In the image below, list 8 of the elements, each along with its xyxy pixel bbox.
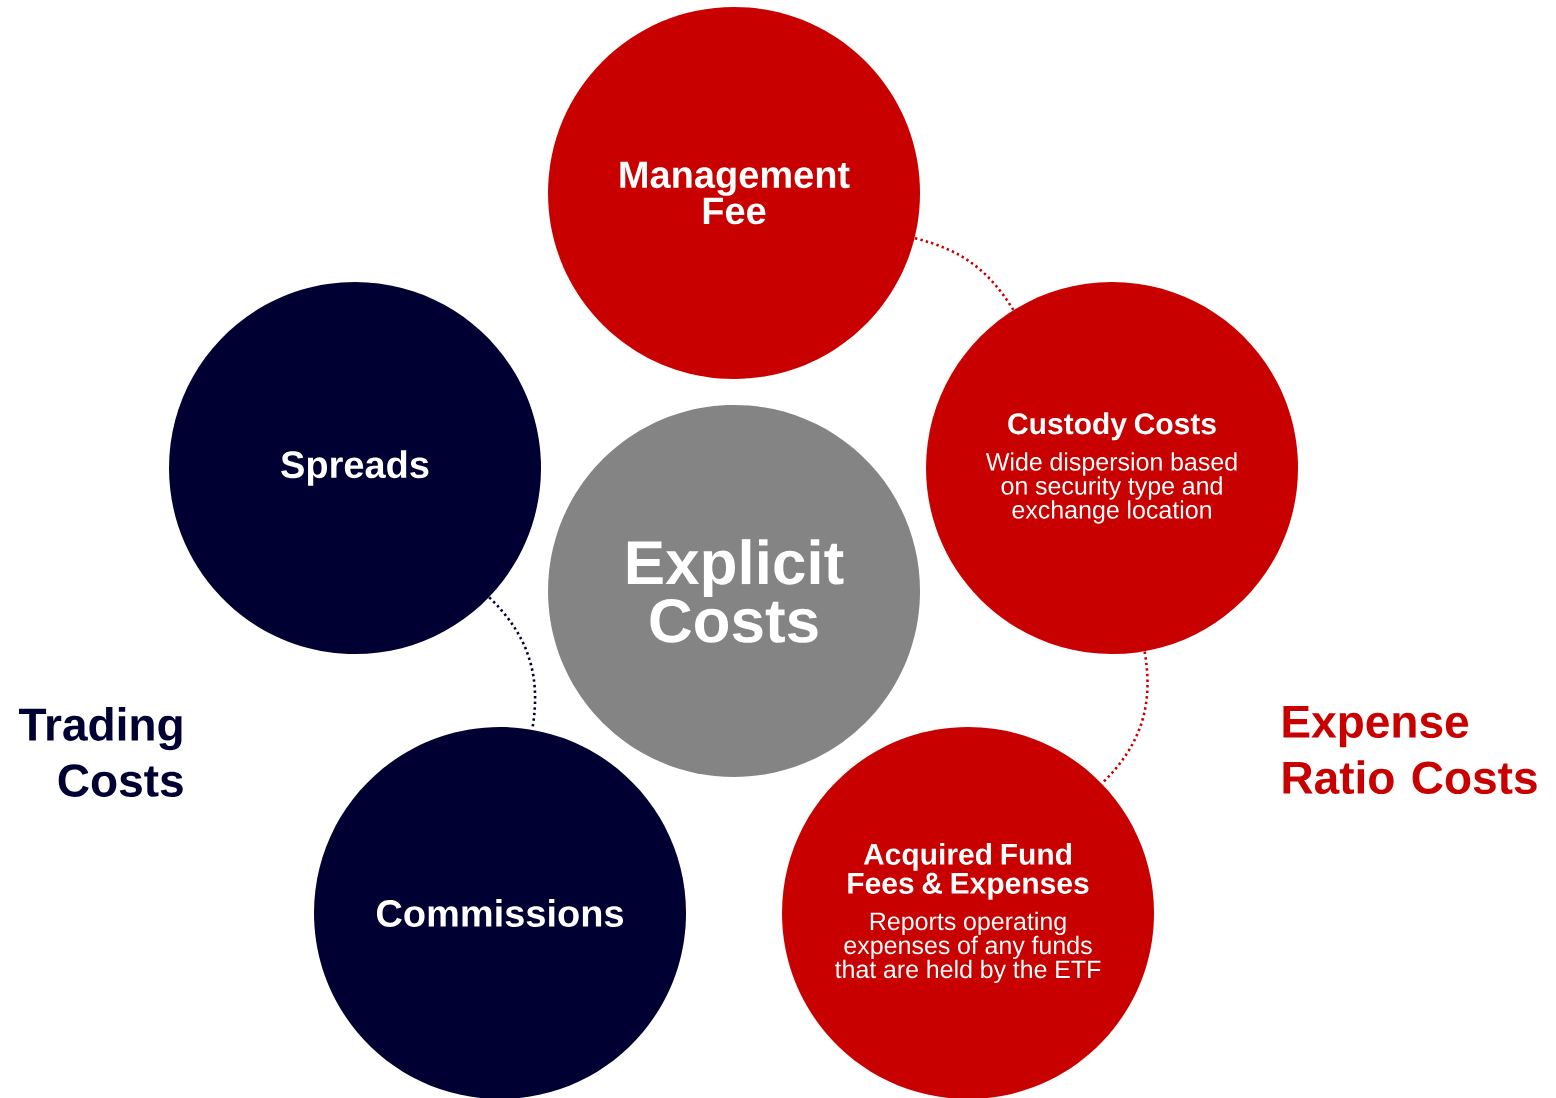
circle-node: Explicit Costs xyxy=(548,405,920,777)
circle-node: Management Fee xyxy=(548,7,920,379)
group-label: Trading Costs xyxy=(19,707,183,797)
dotted-arc xyxy=(914,236,1015,311)
circle-node: Spreads xyxy=(169,282,541,654)
group-label: Expense Ratio Costs xyxy=(1283,705,1537,795)
dotted-arc xyxy=(1101,651,1149,785)
circle-node: Custody Costs Wide dispersion based on security type and exchange location xyxy=(926,282,1298,654)
